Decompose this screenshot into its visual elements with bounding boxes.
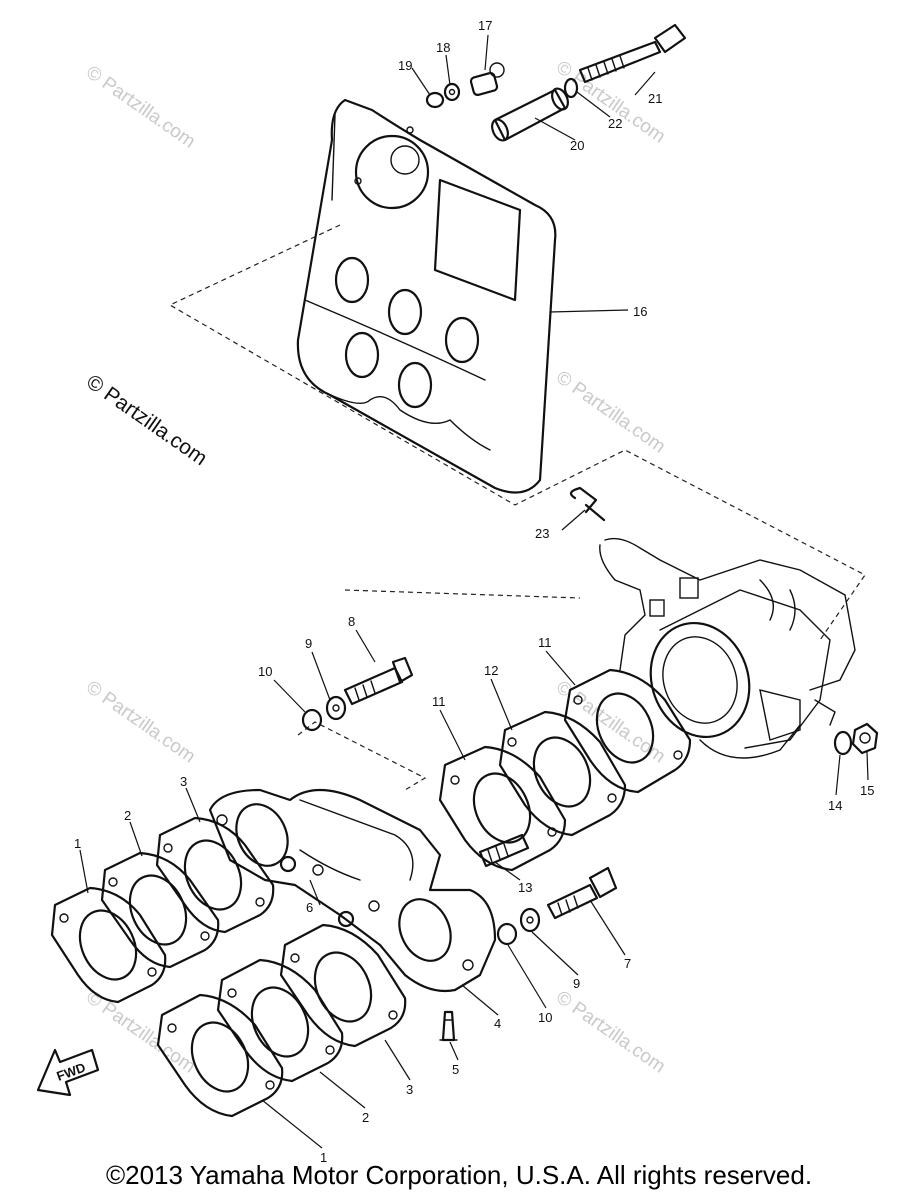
- gasket-3-upper: [155, 816, 275, 934]
- callout-14: 14: [828, 798, 842, 813]
- gasket-1-upper: [50, 886, 167, 1004]
- air-cleaner-cover: [296, 98, 557, 494]
- bolt-17: [469, 62, 505, 97]
- watermark-text: © Partzilla.com: [552, 367, 669, 458]
- callout-7: 7: [624, 956, 631, 971]
- copyright-notice: ©2013 Yamaha Motor Corporation, U.S.A. A…: [105, 1160, 813, 1190]
- callout-2-upper: 2: [124, 808, 131, 823]
- callout-5: 5: [452, 1062, 459, 1077]
- callout-1-lower: 1: [320, 1150, 327, 1165]
- watermark-main: © Partzilla.com: [82, 370, 211, 470]
- watermark-group: © Partzilla.com © Partzilla.com © Partzi…: [82, 57, 669, 1078]
- fwd-arrow: FWD: [36, 1048, 100, 1097]
- callout-15: 15: [860, 783, 874, 798]
- callout-12: 12: [484, 663, 498, 678]
- callout-13: 13: [518, 880, 532, 895]
- callout-6: 6: [306, 900, 313, 915]
- gasket-3-lower: [279, 923, 407, 1048]
- callout-1-upper: 1: [74, 836, 81, 851]
- carburetor-assembly: [599, 537, 856, 759]
- callout-3-lower: 3: [406, 1082, 413, 1097]
- alignment-lines: [168, 224, 866, 791]
- intake-manifold: [208, 788, 497, 993]
- watermark-text: © Partzilla.com: [82, 62, 199, 153]
- gasket-2-lower: [216, 958, 344, 1083]
- callout-11-rear: 11: [538, 635, 552, 650]
- callout-21: 21: [648, 91, 662, 106]
- callout-11-front: 11: [432, 694, 446, 709]
- callout-23: 23: [535, 526, 549, 541]
- bolt-21: [578, 23, 687, 84]
- callout-2-lower: 2: [362, 1110, 369, 1125]
- gasket-11-rear: [563, 668, 692, 794]
- watermark-text: © Partzilla.com: [82, 677, 199, 768]
- gasket-12: [498, 710, 627, 837]
- collar-20: [491, 87, 569, 142]
- washer-19: [425, 91, 445, 109]
- washer-9-top: [325, 695, 347, 721]
- o-ring-6: [279, 855, 355, 928]
- callout-10-bottom: 10: [538, 1010, 552, 1025]
- washer-14: [833, 730, 853, 756]
- washer-10-top: [301, 708, 323, 732]
- callout-16: 16: [633, 304, 647, 319]
- callout-9-top: 9: [305, 636, 312, 651]
- watermark-text: © Partzilla.com: [82, 987, 199, 1078]
- callout-numbers: 17 18 19 21 22 20 16 23 8 9 10 11 12 11 …: [74, 18, 874, 1165]
- callout-17: 17: [478, 18, 492, 33]
- washer-10-bottom: [496, 922, 518, 946]
- callout-18: 18: [436, 40, 450, 55]
- gasket-11-front: [438, 745, 567, 872]
- clip-23: [569, 486, 606, 522]
- washer-22: [563, 77, 579, 99]
- washer-18: [443, 82, 461, 102]
- callout-19: 19: [398, 58, 412, 73]
- callout-8: 8: [348, 614, 355, 629]
- callout-10-top: 10: [258, 664, 272, 679]
- leader-lines: [79, 34, 869, 1149]
- callout-22: 22: [608, 116, 622, 131]
- watermark-text: © Partzilla.com: [552, 987, 669, 1078]
- washer-9-bottom: [519, 907, 541, 933]
- callout-4: 4: [494, 1016, 501, 1031]
- bolt-8: [343, 656, 414, 706]
- bolt-7: [546, 866, 618, 920]
- nut-15: [851, 722, 879, 755]
- nipple-5: [439, 1010, 458, 1042]
- callout-9-bottom: 9: [573, 976, 580, 991]
- stud-13: [478, 833, 530, 868]
- callout-20: 20: [570, 138, 584, 153]
- callout-3-upper: 3: [180, 774, 187, 789]
